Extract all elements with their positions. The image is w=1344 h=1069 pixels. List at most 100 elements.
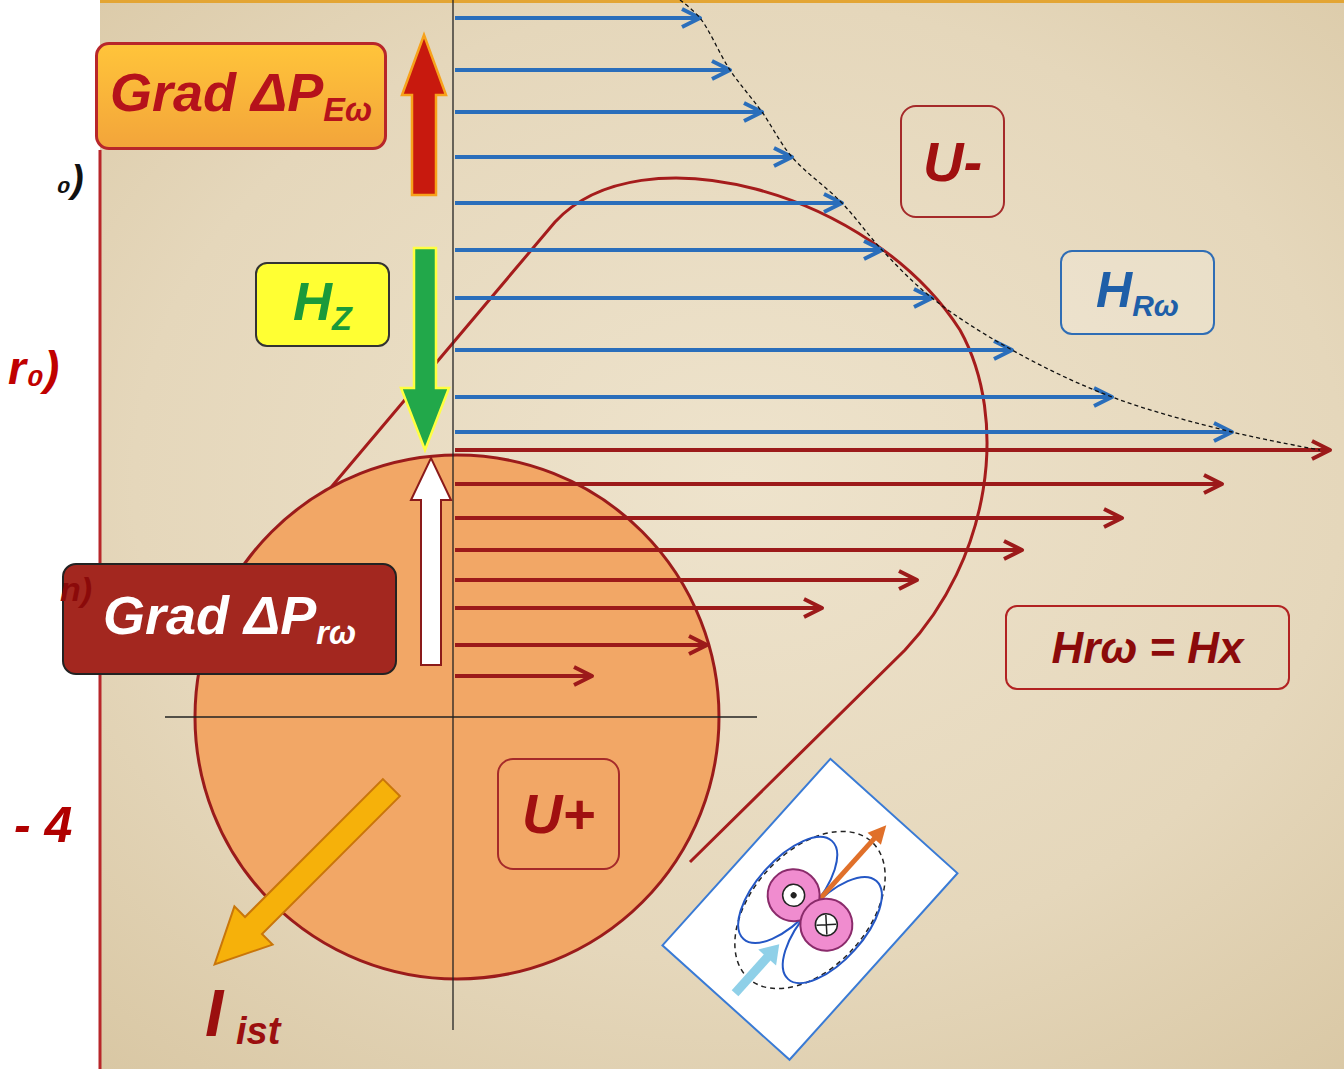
current-symbol: I: [205, 980, 223, 1046]
vector-line: [455, 68, 728, 72]
cross-symbol: [811, 909, 842, 940]
horizontal-axis: [165, 716, 757, 717]
vector-head: [689, 636, 707, 654]
outer-vector: [455, 194, 842, 212]
axis-arrow-head: [868, 819, 893, 844]
vector-head: [1312, 441, 1330, 459]
inner-vector: [455, 475, 1222, 493]
vector-line: [455, 516, 1120, 520]
formula-fragment: r₀): [8, 345, 59, 391]
vector-line: [455, 348, 1010, 352]
outer-vector: [455, 241, 882, 259]
symbol-text: H: [1096, 265, 1132, 315]
formula-fragment: - 4: [14, 800, 72, 850]
outer-vector: [455, 103, 762, 121]
vector-line: [455, 482, 1220, 486]
inner-vector: [455, 541, 1022, 559]
vortex-inset: [662, 759, 957, 1060]
label-box: HZ: [255, 262, 390, 347]
inflow-arrow: [735, 956, 768, 993]
inner-vector: [455, 509, 1122, 527]
formula-fragment: n): [60, 572, 92, 606]
vector-head: [899, 571, 917, 589]
vertical-axis: [452, 0, 453, 1030]
vector-line: [455, 110, 760, 114]
vector-head: [994, 341, 1012, 359]
label-box: Hrω = Hx: [1005, 605, 1290, 690]
vector-head: [682, 9, 700, 27]
vector-line: [455, 430, 1230, 434]
text-group: HZ: [293, 274, 352, 335]
outer-vector: [455, 341, 1012, 359]
vector-head: [744, 103, 762, 121]
label-box: HRω: [1060, 250, 1215, 335]
inner-vector: [455, 599, 822, 617]
subscript-text: Rω: [1132, 291, 1179, 321]
current-subscript: ist: [236, 1012, 280, 1050]
vector-head: [914, 289, 932, 307]
envelope-curve: [680, 0, 1320, 450]
text-group: HRω: [1096, 265, 1179, 321]
outer-vector: [455, 423, 1232, 441]
label-box: Grad ΔPEω: [95, 42, 387, 150]
vector-head: [864, 241, 882, 259]
vector-head: [574, 667, 592, 685]
formula-fragment: ₀): [56, 160, 84, 198]
subscript-text: Z: [332, 303, 352, 335]
vector-field: [455, 0, 1330, 685]
text-group: U+: [522, 786, 595, 842]
text-group: Grad ΔPEω: [110, 65, 372, 126]
inner-vector: [455, 441, 1330, 459]
symbol-text: Grad ΔP: [110, 65, 323, 119]
symbol-text: U-: [923, 134, 982, 190]
outer-vector: [455, 148, 792, 166]
vector-head: [774, 148, 792, 166]
vector-head: [1204, 475, 1222, 493]
vector-line: [455, 201, 840, 205]
cross-symbol-lines: [816, 915, 836, 935]
field-loop: [705, 803, 914, 1017]
vector-line: [455, 548, 1020, 552]
current-arrow: [196, 769, 411, 984]
top-band: [0, 0, 1344, 3]
outer-vector: [455, 61, 730, 79]
current-arrow-body: [196, 769, 411, 984]
inset-frame: [662, 759, 957, 1060]
inner-vector: [455, 667, 592, 685]
vector-line: [455, 16, 698, 20]
vector-line: [455, 674, 590, 678]
gradient-arrow: [402, 35, 446, 195]
text-group: U-: [923, 134, 982, 190]
vector-head: [712, 61, 730, 79]
outer-vector: [455, 388, 1112, 406]
vector-head: [824, 194, 842, 212]
label-box: U+: [497, 758, 620, 870]
vector-head: [1004, 541, 1022, 559]
vector-line: [455, 643, 705, 647]
outer-vector: [455, 9, 700, 27]
text-group: Hrω = Hx: [1051, 626, 1243, 670]
inner-vector: [455, 571, 917, 589]
subscript-text: Eω: [323, 94, 372, 126]
side-panel: [0, 0, 100, 1069]
vector-line: [455, 248, 880, 252]
symbol-text: U+: [522, 786, 595, 842]
vector-head: [804, 599, 822, 617]
vector-line: [455, 395, 1110, 399]
field-arrow: [401, 248, 449, 450]
symbol-text: Hrω = Hx: [1051, 626, 1243, 670]
vector-line: [455, 578, 915, 582]
vector-line: [455, 296, 930, 300]
subscript-text: rω: [316, 617, 356, 649]
dot-symbol: [778, 880, 809, 911]
label-box: Grad ΔPrω: [62, 563, 397, 675]
gradient-arrow: [411, 458, 451, 665]
vector-line: [455, 155, 790, 159]
vector-line: [455, 448, 1328, 452]
outer-vector: [455, 289, 932, 307]
text-group: Grad ΔPrω: [103, 588, 356, 649]
vector-head: [1104, 509, 1122, 527]
